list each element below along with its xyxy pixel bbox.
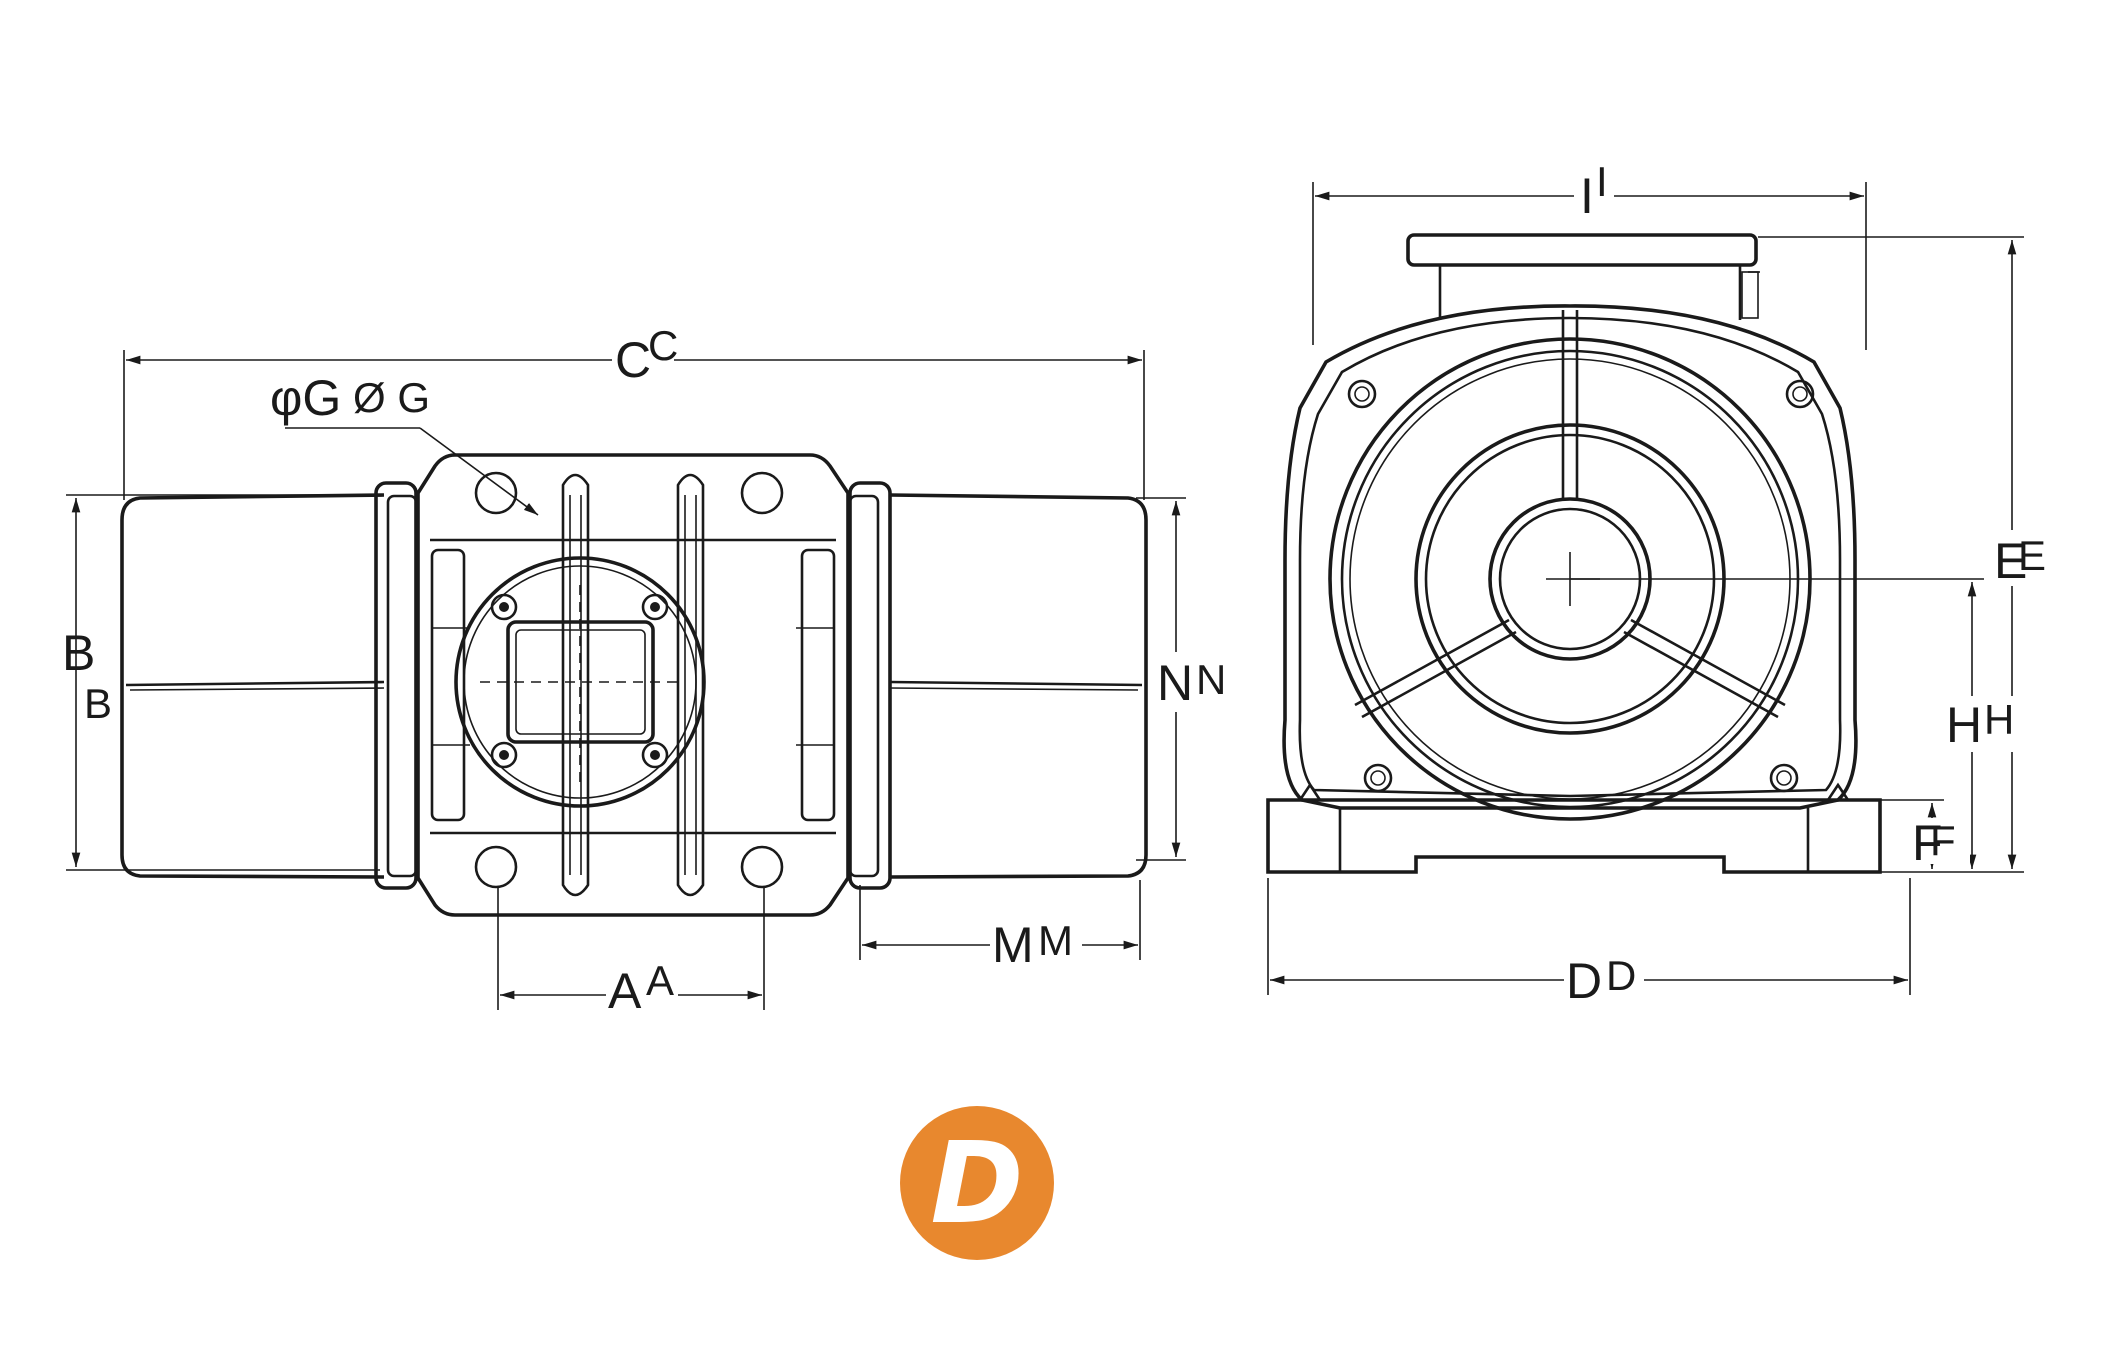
mounting-hole-bottom-left bbox=[474, 845, 518, 889]
label-h: H bbox=[1946, 697, 1982, 753]
label-n-alt: N bbox=[1196, 656, 1226, 703]
logo-letter: D bbox=[931, 1119, 1024, 1249]
label-i-alt: I bbox=[1596, 158, 1608, 205]
label-h-alt: H bbox=[1984, 696, 2014, 743]
right-flange bbox=[848, 481, 892, 890]
label-b: B bbox=[62, 625, 95, 681]
label-c: C bbox=[615, 332, 651, 388]
label-f: F bbox=[1912, 815, 1943, 871]
mounting-hole-top-left bbox=[474, 471, 518, 515]
label-a-alt: A bbox=[646, 957, 674, 1004]
label-e: E bbox=[1994, 533, 2027, 589]
right-end-cover bbox=[889, 493, 1148, 879]
end-view: I I E E H H F F D D bbox=[1266, 158, 2062, 1009]
left-flange bbox=[374, 481, 418, 890]
orange-d-logo-icon: D bbox=[900, 1106, 1054, 1260]
label-m: M bbox=[992, 917, 1034, 973]
mounting-hole-bottom-right bbox=[740, 845, 784, 889]
label-a: A bbox=[608, 963, 642, 1019]
label-g-alt: Ø G bbox=[353, 374, 430, 421]
terminal-box bbox=[454, 556, 706, 808]
end-view-spokes bbox=[1354, 310, 1786, 719]
left-end-cover bbox=[120, 493, 385, 879]
label-c-alt: C bbox=[648, 322, 678, 369]
cooling-ribs bbox=[561, 473, 705, 897]
label-f-alt: F bbox=[1930, 817, 1956, 864]
side-housing bbox=[416, 453, 850, 917]
side-view: C C φG Ø G B B N N M M A A bbox=[62, 322, 1236, 1019]
label-d-alt: D bbox=[1606, 952, 1636, 999]
label-m-alt: M bbox=[1038, 917, 1073, 964]
label-b-alt: B bbox=[84, 680, 112, 727]
label-n: N bbox=[1157, 655, 1193, 711]
label-i: I bbox=[1580, 168, 1594, 224]
end-view-base bbox=[1266, 782, 1882, 874]
label-g: φG bbox=[270, 370, 341, 426]
label-d: D bbox=[1566, 953, 1602, 1009]
end-view-top-cap bbox=[1406, 233, 1758, 267]
logo-circle bbox=[900, 1106, 1054, 1260]
label-e-alt: E bbox=[2018, 532, 2046, 579]
mounting-hole-top-right bbox=[740, 471, 784, 515]
